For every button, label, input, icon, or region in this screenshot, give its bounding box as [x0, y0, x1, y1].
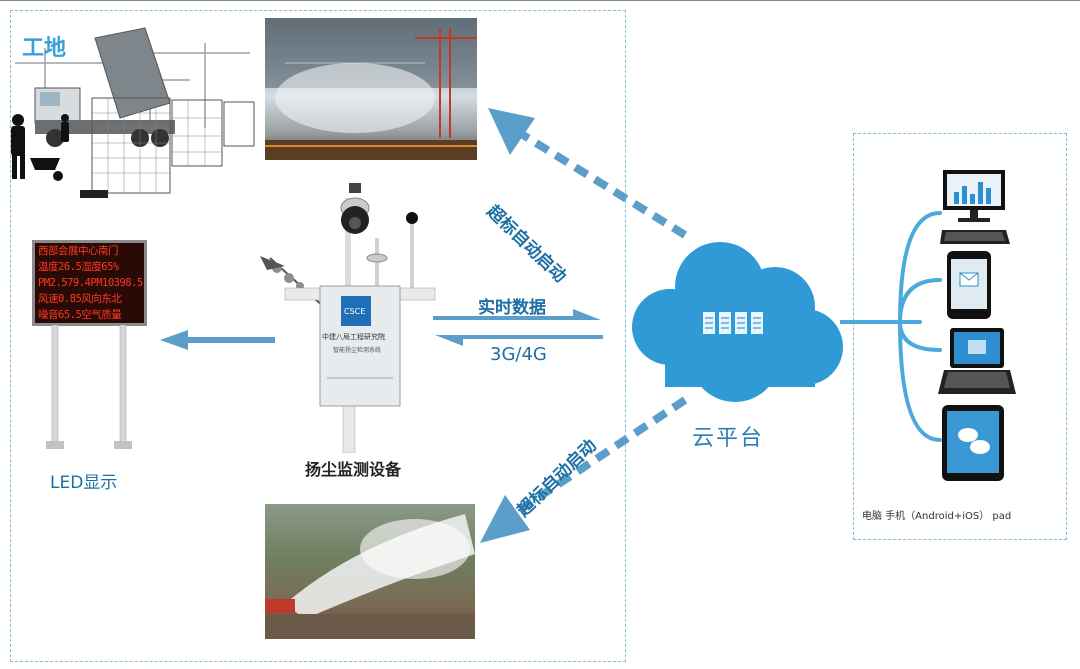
site-label: 工地	[22, 36, 67, 61]
site-region-border	[10, 10, 626, 662]
devices-region-border	[853, 133, 1067, 540]
arrow-device-to-cloud	[433, 309, 601, 320]
led-row: 风速0.85风向东北	[38, 293, 122, 305]
dashed-arrow-cloud-to-mist	[488, 108, 688, 239]
mist-cannon-photo	[265, 18, 477, 160]
arrow-device-to-led	[160, 330, 275, 350]
led-display-board: 西部会展中心南门 温度26.5湿度65% PM2.579.4PM10398.5 …	[32, 240, 147, 326]
dashed-arrow-cloud-to-spray	[480, 396, 688, 543]
realtime-data-label: 实时数据	[478, 298, 546, 318]
device-panel-subtext: 智能扬尘检测系统	[333, 347, 382, 354]
monitor-chart-icon	[940, 170, 1010, 244]
led-row: 西部会展中心南门	[38, 245, 119, 257]
fog-cannon-photo	[265, 504, 475, 639]
cloud-platform-icon	[632, 242, 843, 402]
cloud-device-connectors	[840, 211, 942, 442]
device-panel-text: 中建八局工程研究院	[322, 333, 385, 341]
led-label: LED显示	[50, 473, 118, 493]
tablet-chat-icon	[942, 405, 1004, 481]
cloud-label: 云平台	[692, 426, 765, 451]
led-stand	[46, 325, 132, 449]
led-row: PM2.579.4PM10398.5	[38, 277, 143, 289]
svg-text:CSCE: CSCE	[344, 307, 365, 316]
phone-mail-icon	[947, 251, 991, 319]
led-row: 噪音65.5空气质量	[38, 309, 122, 321]
arrow-cloud-to-device	[435, 335, 603, 346]
led-row: 温度26.5湿度65%	[38, 261, 119, 273]
device-label: 扬尘监测设备	[305, 460, 402, 479]
network-label: 3G/4G	[490, 344, 547, 365]
dust-monitor-device: CSCE	[260, 183, 436, 453]
top-divider	[0, 0, 1080, 1]
construction-site-illustration	[11, 27, 255, 198]
devices-label: 电脑 手机（Android+iOS） pad	[862, 511, 1012, 522]
laptop-icon	[938, 328, 1016, 394]
